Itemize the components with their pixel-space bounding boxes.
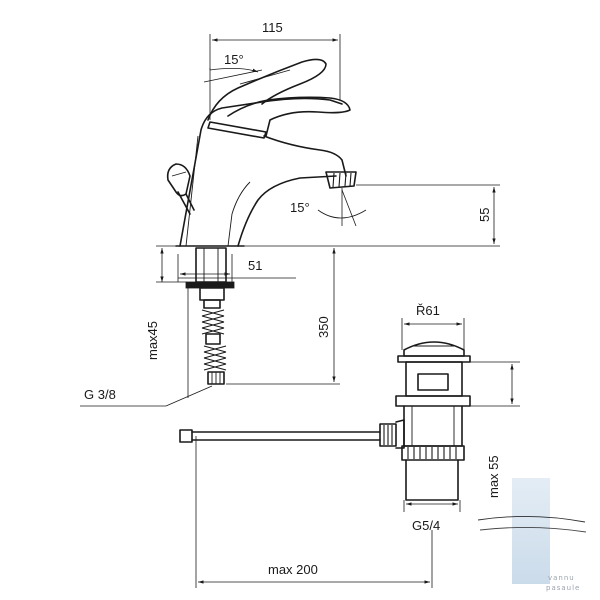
hose-upper	[201, 309, 225, 335]
angle-top-label: 15°	[224, 52, 244, 67]
dim-width-label: 115	[262, 20, 283, 35]
angle-spout-label: 15°	[290, 200, 310, 215]
dim-max45-label: max45	[145, 321, 160, 360]
watermark-logo: vannu pasaule	[477, 478, 587, 592]
dim-350-label: 350	[316, 316, 331, 338]
watermark-text-1: vannu	[548, 574, 575, 582]
dim-max200-label: max 200	[268, 562, 318, 577]
thread-g54-label: G5/4	[412, 518, 440, 533]
pivot-rod	[179, 419, 405, 449]
dim-height-55-label: 55	[477, 208, 492, 222]
dim-max55: max 55	[470, 361, 520, 498]
watermark-text-2: pasaule	[546, 584, 580, 592]
dim-r61-label: Ř61	[416, 303, 440, 318]
thread-g38-label: G 3/8	[84, 387, 116, 402]
dim-max45: max45	[145, 248, 186, 360]
dim-350: 350	[226, 248, 340, 385]
countertop-line	[156, 245, 296, 279]
faucet-handle	[207, 58, 351, 139]
angle-spout-annotation: 15°	[290, 188, 367, 227]
angle-top-annotation: 15°	[203, 52, 263, 120]
dim-width-115: 115	[209, 20, 341, 100]
faucet-body	[175, 97, 357, 247]
dim-51-label: 51	[248, 258, 262, 273]
left-extension-lines	[187, 288, 197, 588]
dim-max200: max 200	[198, 530, 433, 588]
hose-lower	[203, 345, 227, 371]
dim-max55-label: max 55	[486, 455, 501, 498]
thread-g38-annotation: G 3/8	[80, 385, 213, 407]
mounting-assembly	[185, 247, 235, 385]
popup-waste	[395, 341, 471, 501]
popup-knob	[166, 163, 195, 215]
dim-height-55: 55	[244, 184, 500, 247]
dim-r61: Ř61	[401, 303, 465, 350]
dim-51: 51	[177, 254, 262, 282]
dim-g54: G5/4	[403, 500, 461, 533]
